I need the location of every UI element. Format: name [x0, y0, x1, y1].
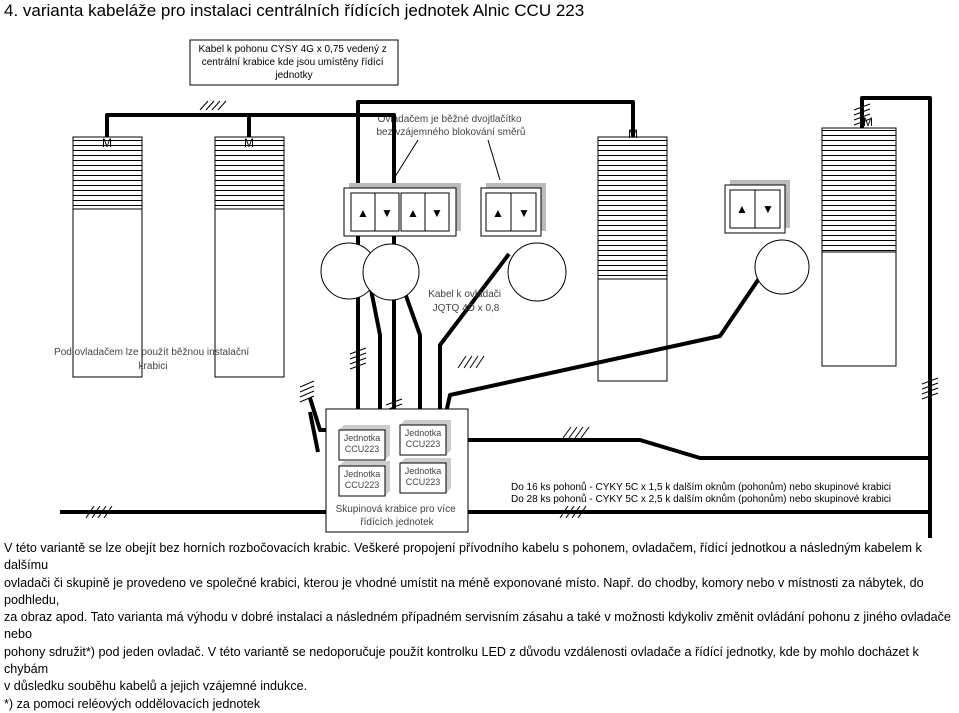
box-note: Pod ovladačem lze použít běžnou instalač… [54, 347, 252, 372]
up-arrow-icon: ▲ [357, 206, 369, 220]
down-arrow-icon: ▼ [381, 206, 393, 220]
paragraph-line: ovladači či skupině je provedeno ve spol… [4, 575, 924, 607]
window-1 [72, 136, 143, 378]
window-4 [821, 127, 897, 367]
motor-label: M [244, 136, 254, 150]
motor-label: M [102, 136, 112, 150]
paragraph-line: V této variantě se lze obejít bez horníc… [4, 541, 922, 573]
down-arrow-icon: ▼ [518, 206, 530, 220]
down-arrow-icon: ▼ [762, 202, 774, 216]
motor-label: M [863, 115, 873, 129]
control-cable-note: Kabel k ovladači JQTQ 4D x 0,8 [428, 289, 504, 314]
paragraph-line: za obraz apod. Tato varianta má výhodu v… [4, 610, 951, 642]
window-2 [214, 136, 285, 378]
switch-note: Ovladačem je běžné dvojtlačítko bez vzáj… [377, 114, 526, 138]
group-box-label: Skupinová krabice pro více řídících jedn… [336, 504, 459, 528]
footnote: *) za pomoci reléových oddělovacích jedn… [4, 696, 261, 711]
paragraph-line: v důsledku souběhu kabelů a jejich vzáje… [4, 679, 308, 694]
switch-note-leader [392, 139, 419, 181]
up-arrow-icon: ▲ [407, 206, 419, 220]
page-title: 4. varianta kabeláže pro instalaci centr… [4, 1, 584, 20]
up-arrow-icon: ▲ [736, 202, 748, 216]
double-switch-2 [480, 183, 546, 237]
double-switch-3 [724, 180, 790, 234]
cable-marks [85, 100, 939, 519]
down-arrow-icon: ▼ [431, 206, 443, 220]
switch-note-leader [487, 139, 501, 181]
wiring-diagram: 4. varianta kabeláže pro instalaci centr… [4, 1, 939, 538]
junction-boxes [320, 239, 810, 302]
power-cable-callout-box [189, 39, 399, 86]
description-text: V této variantě se lze obejít bez horníc… [4, 540, 956, 713]
motor-label: M [628, 127, 638, 141]
paragraph-line: pohony sdružit*) pod jeden ovladač. V té… [4, 644, 919, 677]
double-switch-1 [343, 183, 461, 237]
supply-notes: Do 16 ks pohonů - CYKY 5C x 1,5 k dalším… [511, 481, 894, 505]
up-arrow-icon: ▲ [492, 206, 504, 220]
window-3 [597, 136, 668, 382]
power-cable-callout: Kabel k pohonu CYSY 4G x 0,75 vedený z c… [198, 44, 389, 81]
